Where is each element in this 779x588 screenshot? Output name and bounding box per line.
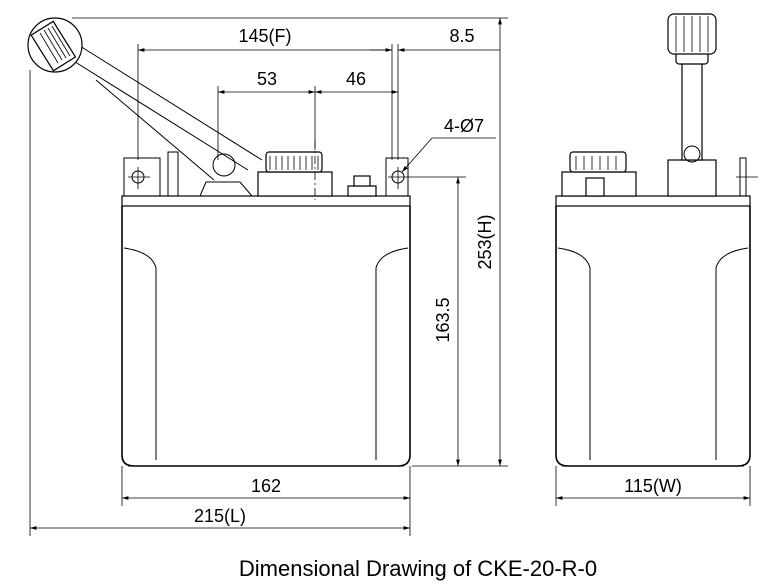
dimension-lines — [29, 17, 751, 536]
dim-162: 162 — [251, 476, 281, 496]
dim-163-5: 163.5 — [433, 297, 453, 342]
dim-215l: 215(L) — [194, 506, 246, 526]
dimension-labels: 145(F) 8.5 53 46 4-Ø7 253(H) 163.5 162 2… — [194, 26, 682, 526]
front-tank-inner-right — [375, 247, 409, 460]
side-filler-cap — [569, 151, 627, 173]
front-pivot-pin — [212, 153, 236, 177]
side-pump-housing — [667, 159, 717, 197]
dim-46: 46 — [346, 69, 366, 89]
front-view — [27, 17, 411, 467]
front-tank-inner-left — [123, 247, 157, 460]
front-outlet-fitting — [347, 185, 377, 197]
dim-holes: 4-Ø7 — [444, 116, 484, 136]
dim-8-5: 8.5 — [449, 26, 474, 46]
front-bracket-left — [123, 157, 161, 196]
front-tank-body — [121, 206, 411, 467]
side-tank-body — [555, 206, 751, 467]
front-top-plate — [121, 195, 411, 207]
drawing-caption: Dimensional Drawing of CKE-20-R-0 — [239, 556, 597, 581]
front-pivot-base — [199, 181, 253, 197]
dim-145f: 145(F) — [238, 26, 291, 46]
front-post — [167, 151, 179, 197]
side-top-plate — [555, 195, 751, 207]
side-view — [555, 13, 758, 467]
dim-53: 53 — [257, 69, 277, 89]
front-filler-base — [257, 171, 333, 197]
side-lever-tube — [681, 61, 703, 161]
front-lever-arm — [71, 45, 263, 181]
dim-115w: 115(W) — [624, 476, 682, 496]
dim-253h: 253(H) — [475, 214, 495, 269]
